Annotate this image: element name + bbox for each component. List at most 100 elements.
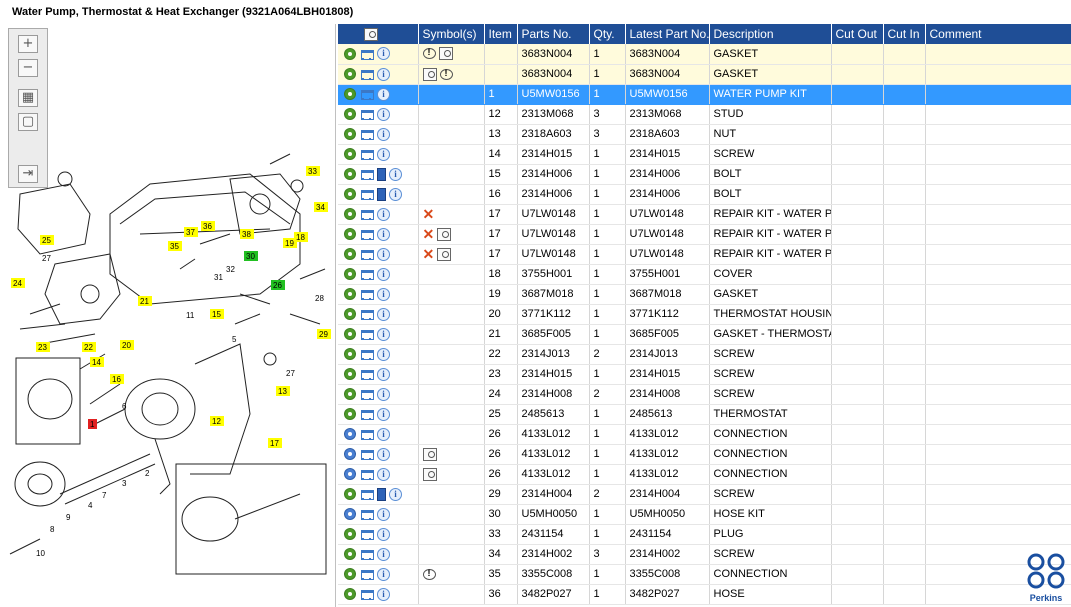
callout-tag[interactable] [201,221,215,231]
callout-number[interactable]: 26 [273,281,282,290]
options-gear-icon[interactable] [344,208,356,220]
info-icon[interactable]: i [377,147,390,161]
callout-number[interactable]: 29 [319,330,328,339]
callout-tag[interactable] [314,202,328,212]
options-gear-icon[interactable] [344,388,356,400]
kit-gear-icon[interactable] [344,448,356,460]
callout-number[interactable]: 28 [315,294,324,303]
options-gear-icon[interactable] [344,548,356,560]
options-gear-icon[interactable] [344,248,356,260]
add-to-cart-icon[interactable] [359,488,374,500]
options-gear-icon[interactable] [344,108,356,120]
info-icon[interactable]: i [377,447,390,461]
callout-number[interactable]: 16 [112,375,121,384]
options-gear-icon[interactable] [344,168,356,180]
callout-tag[interactable] [317,329,331,339]
info-icon[interactable]: i [377,527,390,541]
add-to-cart-icon[interactable] [359,108,374,120]
callout-tag[interactable] [210,416,224,426]
add-to-cart-icon[interactable] [359,588,374,600]
add-to-cart-icon[interactable] [359,168,374,180]
magnify-detail-icon[interactable] [422,67,437,81]
manual-book-icon[interactable] [377,187,386,201]
info-icon[interactable]: i [377,47,390,61]
options-gear-icon[interactable] [344,48,356,60]
kit-gear-icon[interactable] [344,508,356,520]
options-gear-icon[interactable] [344,148,356,160]
info-icon[interactable]: i [377,507,390,521]
callout-number[interactable]: 32 [226,265,235,274]
options-gear-icon[interactable] [344,568,356,580]
add-to-cart-icon[interactable] [359,408,374,420]
superseded-x-icon[interactable]: ✕ [422,245,435,262]
superseded-x-icon[interactable]: ✕ [422,205,435,222]
zoom-fit-button[interactable]: ▦ [18,89,38,107]
callout-tag[interactable] [36,342,50,352]
manual-book-icon[interactable] [377,167,386,181]
column-header[interactable]: Comment [925,24,1071,44]
info-icon[interactable]: i [377,587,390,601]
add-to-cart-icon[interactable] [359,268,374,280]
add-to-cart-icon[interactable] [359,448,374,460]
callout-number[interactable]: 21 [140,297,149,306]
callout-number[interactable]: 10 [36,549,45,558]
info-icon[interactable]: i [377,467,390,481]
callout-number[interactable]: 19 [285,239,294,248]
magnify-detail-icon[interactable] [437,247,452,261]
add-to-cart-icon[interactable] [359,228,374,240]
callout-number[interactable]: 6 [122,402,127,411]
column-header[interactable]: Description [709,24,832,44]
zoom-out-button[interactable]: − [18,59,38,77]
callout-tag[interactable] [168,241,182,251]
column-header[interactable]: Parts No. [517,24,590,44]
callout-number[interactable]: 38 [242,230,251,239]
add-to-cart-icon[interactable] [359,528,374,540]
kit-gear-icon[interactable] [344,428,356,440]
callout-number[interactable]: 22 [84,343,93,352]
magnify-detail-icon[interactable] [438,47,453,61]
callout-tag[interactable] [88,419,97,429]
add-to-cart-icon[interactable] [359,188,374,200]
add-to-cart-icon[interactable] [359,248,374,260]
callout-number[interactable]: 3 [122,479,127,488]
info-icon[interactable]: i [377,127,390,141]
callout-number[interactable]: 25 [42,236,51,245]
callout-tag[interactable] [82,342,96,352]
callout-number[interactable]: 36 [203,222,212,231]
callout-tag[interactable] [11,278,25,288]
callout-number[interactable]: 14 [92,358,101,367]
add-to-cart-icon[interactable] [359,388,374,400]
callout-number[interactable]: 7 [102,491,107,500]
callout-tag[interactable] [210,309,224,319]
add-to-cart-icon[interactable] [359,288,374,300]
callout-tag[interactable] [268,438,282,448]
table-row[interactable]: i353355C00813355C008CONNECTION [338,564,1071,585]
export-button[interactable]: ⇥ [18,165,38,183]
callout-number[interactable]: 9 [66,513,71,522]
add-to-cart-icon[interactable] [359,568,374,580]
callout-tag[interactable] [294,232,308,242]
manual-book-icon[interactable] [377,487,386,501]
callout-number[interactable]: 4 [88,501,93,510]
callout-number[interactable]: 34 [316,203,325,212]
callout-number[interactable]: 2 [145,469,150,478]
callout-tag[interactable] [138,296,152,306]
add-to-cart-icon[interactable] [359,368,374,380]
callout-tag[interactable] [276,386,290,396]
callout-tag[interactable] [240,229,254,239]
options-gear-icon[interactable] [344,528,356,540]
options-gear-icon[interactable] [344,68,356,80]
options-gear-icon[interactable] [344,588,356,600]
info-icon[interactable]: i [377,227,390,241]
